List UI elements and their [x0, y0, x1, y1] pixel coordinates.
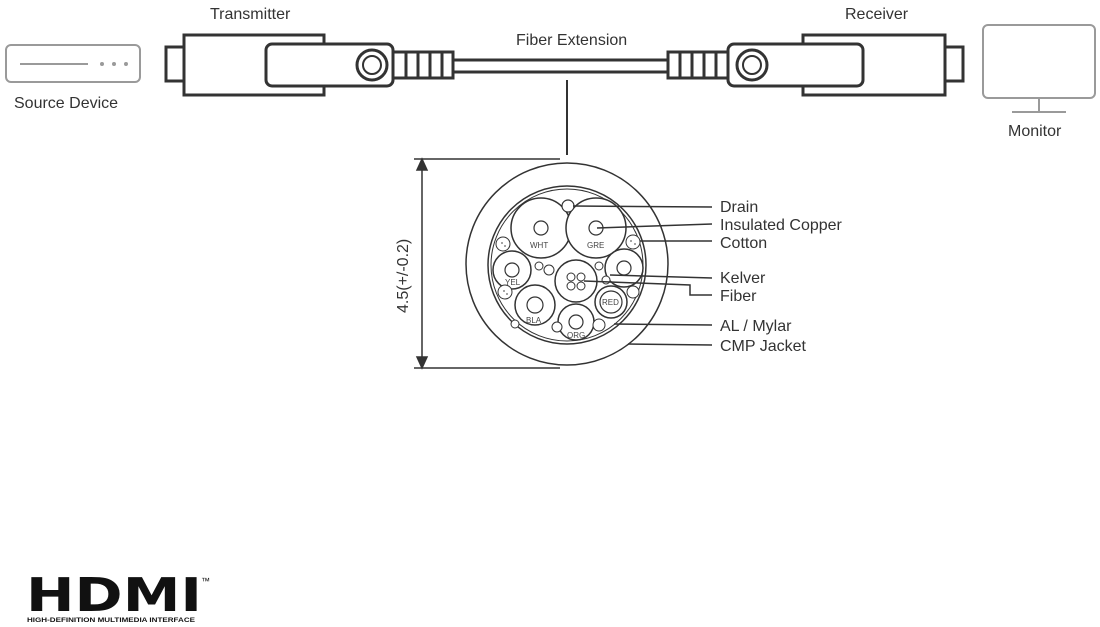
wire-code-red: RED: [602, 298, 619, 307]
transmitter-connector: [164, 33, 395, 97]
fiber-extension-label: Fiber Extension: [516, 32, 627, 49]
source-device-icon: [5, 44, 141, 83]
wire-code-wht: WHT: [530, 241, 548, 250]
drain-wire: [561, 199, 575, 213]
callout-cotton: Cotton: [720, 235, 767, 252]
monitor-label: Monitor: [1008, 123, 1062, 140]
hdmi-trademark: ™: [201, 576, 210, 586]
wire-code-org: ORG: [567, 331, 585, 340]
transmitter-strain-relief: [391, 50, 455, 80]
callout-cmp-jacket: CMP Jacket: [720, 338, 807, 355]
diameter-dimension: [414, 157, 560, 370]
receiver-connector: [726, 33, 965, 97]
callout-insulated-copper: Insulated Copper: [720, 217, 843, 234]
callout-fiber: Fiber: [720, 288, 757, 305]
wire-code-yel: YEL: [505, 278, 521, 287]
source-device-label: Source Device: [14, 95, 118, 112]
monitor-icon: [982, 24, 1096, 113]
hdmi-tagline: HIGH-DEFINITION MULTIMEDIA INTERFACE: [27, 618, 195, 624]
wire-code-bla: BLA: [526, 316, 542, 325]
receiver-label: Receiver: [845, 6, 909, 23]
transmitter-label: Transmitter: [210, 6, 291, 23]
callout-drain: Drain: [720, 199, 758, 216]
callout-kelver: Kelver: [720, 270, 766, 287]
receiver-strain-relief: [666, 50, 730, 80]
callout-leaders: [572, 205, 713, 346]
hdmi-wordmark: HDMI: [26, 568, 202, 622]
callout-al-mylar: AL / Mylar: [720, 318, 792, 335]
hdmi-logo: HDMI ™ HIGH-DEFINITION MULTIMEDIA INTERF…: [26, 568, 210, 624]
fiber-cable: [451, 58, 670, 74]
wire-code-gre: GRE: [587, 241, 604, 250]
diameter-label: 4.5(+/-0.2): [395, 239, 412, 313]
